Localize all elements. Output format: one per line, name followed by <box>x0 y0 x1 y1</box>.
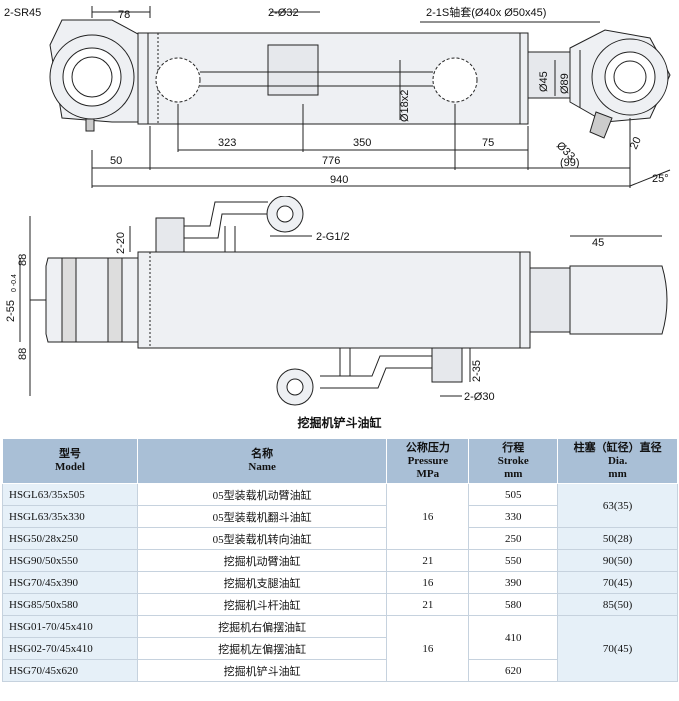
cell-name: 挖掘机动臂油缸 <box>136 549 388 572</box>
table-row: HSG02-70/45x410 挖掘机左偏摆油缸 <box>2 637 678 660</box>
dim-2phi32: 2-Ø32 <box>268 7 299 19</box>
cell-stroke: 580 <box>468 593 559 616</box>
cell-pressure: 16 <box>386 571 470 594</box>
dim-323: 323 <box>218 137 236 149</box>
drawing-caption: 挖掘机铲斗油缸 <box>297 416 382 430</box>
cell-stroke: 620 <box>468 659 559 682</box>
cell-name: 挖掘机铲斗油缸 <box>136 659 388 682</box>
dim-2-35: 2-35 <box>471 360 483 382</box>
cell-stroke: 410 <box>468 615 559 660</box>
dim-350: 350 <box>353 137 371 149</box>
cell-name: 挖掘机斗杆油缸 <box>136 593 388 616</box>
dim-phi45: Ø45 <box>538 71 550 92</box>
cell-stroke: 330 <box>468 505 559 528</box>
dim-phi89: Ø89 <box>559 73 571 94</box>
cell-stroke: 390 <box>468 571 559 594</box>
table-row: HSG70/45x620 挖掘机铲斗油缸 620 <box>2 659 678 682</box>
cell-model: HSG01-70/45x410 <box>2 615 138 638</box>
table-row: HSGL63/35x330 05型装载机翻斗油缸 330 <box>2 505 678 528</box>
cell-model: HSG90/50x550 <box>2 549 138 572</box>
cell-dia: 85(50) <box>557 593 678 616</box>
dim-45: 45 <box>592 237 604 249</box>
table-row: HSGL63/35x505 05型装载机动臂油缸 16 505 63(35) <box>2 483 678 550</box>
table-row: HSG85/50x580 挖掘机斗杆油缸 21 580 85(50) <box>2 593 678 616</box>
dim-88-bottom: 88 <box>17 348 29 360</box>
cell-dia: 70(45) <box>557 615 678 682</box>
dim-2g12: 2-G1/2 <box>316 231 350 243</box>
cell-name: 05型装载机动臂油缸 <box>136 483 388 506</box>
dim-50: 50 <box>110 155 122 167</box>
cell-dia: 50(28) <box>557 527 678 550</box>
cell-model: HSG70/45x390 <box>2 571 138 594</box>
dim-2-20: 2-20 <box>115 232 127 254</box>
dim-20: 20 <box>628 135 644 151</box>
dim-25deg: 25° <box>652 173 669 185</box>
cell-dia: 90(50) <box>557 549 678 572</box>
dim-940: 940 <box>330 174 348 186</box>
dim-phi18x2: Ø18x2 <box>399 90 411 122</box>
cell-pressure: 21 <box>386 549 470 572</box>
cell-model: HSG02-70/45x410 <box>2 637 138 660</box>
cell-model: HSG70/45x620 <box>2 659 138 682</box>
cell-stroke: 505 <box>468 483 559 506</box>
dim-78: 78 <box>118 9 130 21</box>
table-row: HSG70/45x390 挖掘机支腿油缸 16 390 70(45) <box>2 571 678 594</box>
dim-tolerance: 0 -0.4 <box>11 274 18 292</box>
table-row: HSG90/50x550 挖掘机动臂油缸 21 550 90(50) <box>2 549 678 572</box>
dim-bearing: 2-1S轴套(Ø40x Ø50x45) <box>426 5 546 19</box>
cell-pressure: 16 <box>386 483 470 550</box>
dim-2phi30: 2-Ø30 <box>464 391 495 403</box>
cylinder-drawing-top: 2-SR45 78 2-Ø32 2-1S轴套(Ø40x Ø50x45) Ø45 … <box>4 5 671 188</box>
dim-2-55: 2-55 <box>5 300 17 322</box>
cell-model: HSGL63/35x505 <box>2 483 138 506</box>
cell-model: HSGL63/35x330 <box>2 505 138 528</box>
cylinder-drawing-side: 2-G1/2 2-20 45 88 88 2-55 0 -0.4 2-35 2-… <box>5 196 668 406</box>
cell-pressure: 16 <box>386 615 470 682</box>
cell-name: 挖掘机右偏摆油缸 <box>136 615 388 638</box>
dim-99: (99) <box>560 157 580 169</box>
dim-776: 776 <box>322 155 340 167</box>
dim-75: 75 <box>482 137 494 149</box>
cell-dia: 63(35) <box>557 483 678 528</box>
cell-name: 05型装载机翻斗油缸 <box>136 505 388 528</box>
cell-name: 挖掘机左偏摆油缸 <box>136 637 388 660</box>
cell-stroke: 550 <box>468 549 559 572</box>
dim-sr45: 2-SR45 <box>4 7 41 19</box>
cell-stroke: 250 <box>468 527 559 550</box>
dim-88-top: 88 <box>17 254 29 266</box>
table-row: HSG01-70/45x410 挖掘机右偏摆油缸 16 410 70(45) <box>2 615 678 682</box>
cell-pressure: 21 <box>386 593 470 616</box>
cell-model: HSG85/50x580 <box>2 593 138 616</box>
cell-name: 05型装载机转向油缸 <box>136 527 388 550</box>
cell-dia: 70(45) <box>557 571 678 594</box>
table-row: HSG50/28x250 05型装载机转向油缸 250 50(28) <box>2 527 678 550</box>
cell-name: 挖掘机支腿油缸 <box>136 571 388 594</box>
cell-model: HSG50/28x250 <box>2 527 138 550</box>
